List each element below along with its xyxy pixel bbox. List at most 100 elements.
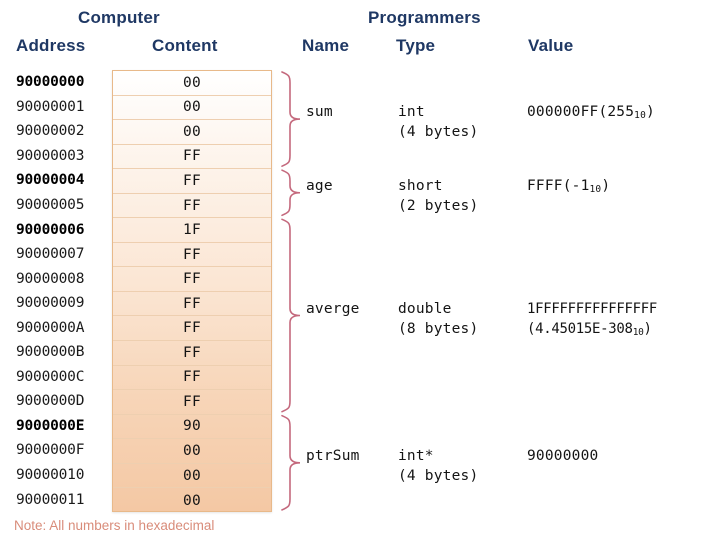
memory-content-value: 00 [182,492,202,509]
variable-type-averge: double [398,300,452,317]
variable-value-decimal-suffix: ) [643,320,652,337]
memory-address-label: 90000004 [16,172,85,189]
memory-content-cell: 1F [113,218,271,243]
variable-value-ptrSum: 90000000 [527,448,598,464]
memory-row: 90000010 [0,463,290,488]
memory-content-cell: FF [113,145,271,170]
memory-content-value: FF [182,344,202,361]
variable-value-decimal-text: (4.45015E-308 [527,320,633,337]
memory-address-label: 90000001 [16,98,85,115]
column-header-content: Content [152,36,218,55]
memory-content-cell: FF [113,366,271,391]
memory-content-value: 00 [182,99,202,116]
variable-brace-sum [281,71,301,167]
variable-type-sum: int [398,104,425,121]
memory-row: 90000007 [0,242,290,267]
memory-row: 9000000A [0,315,290,340]
variable-brace-averge [281,218,301,413]
memory-row: 90000002 [0,119,290,144]
memory-content-value: FF [182,320,202,337]
memory-address-label: 9000000E [16,417,85,434]
memory-address-label: 9000000A [16,319,85,336]
memory-content-cell: 90 [113,415,271,440]
variable-value-text: 90000000 [527,447,599,464]
variable-value-base-subscript: 10 [634,110,647,122]
footnote-hexadecimal: Note: All numbers in hexadecimal [14,518,215,533]
variable-name-averge: averge [306,300,360,317]
memory-content-value: FF [182,246,202,263]
variable-size-averge: (8 bytes) [398,320,479,337]
variable-type-ptrSum: int* [398,447,434,464]
memory-row: 90000004 [0,168,290,193]
header-group-computer: Computer [78,8,160,27]
memory-address-label: 9000000B [16,344,85,361]
memory-content-cell: FF [113,267,271,292]
memory-content-value: FF [182,271,202,288]
variable-value-age: FFFF(-110) [527,177,611,195]
variable-name-ptrSum: ptrSum [306,447,360,464]
memory-row: 90000001 [0,95,290,120]
memory-address-label: 9000000F [16,442,85,459]
variable-size-age: (2 bytes) [398,197,479,214]
column-header-value: Value [528,36,574,55]
variable-brace-age [281,169,301,217]
memory-content-value: 00 [182,74,202,91]
memory-address-label: 90000008 [16,270,85,287]
memory-address-label: 90000009 [16,295,85,312]
memory-row: 90000008 [0,266,290,291]
memory-content-cell: 00 [113,96,271,121]
variable-value-decimal-averge: (4.45015E-30810) [527,320,652,338]
memory-content-cell: FF [113,316,271,342]
memory-content-cell: 00 [113,488,271,513]
variable-value-suffix: ) [646,104,655,121]
memory-content-cell: FF [113,390,271,415]
memory-row: 90000003 [0,144,290,169]
variable-value-suffix: ) [601,177,611,194]
memory-address-label: 90000007 [16,246,85,263]
variable-type-age: short [398,177,443,194]
memory-content-value: 90 [182,418,202,435]
variable-value-text: 1FFFFFFFFFFFFFFF [527,300,658,317]
column-header-name: Name [302,36,350,55]
memory-row: 90000006 [0,217,290,242]
memory-row: 9000000B [0,340,290,365]
memory-content-value: FF [182,172,202,189]
memory-content-value: 00 [182,467,202,484]
variable-size-ptrSum: (4 bytes) [398,467,479,484]
memory-content-cell: FF [113,243,271,268]
variable-brace-ptrSum [281,414,301,511]
memory-content-cell: 00 [113,71,271,96]
header-group-programmers: Programmers [368,8,481,27]
memory-address-label: 90000006 [16,221,85,238]
variable-value-text: FFFF(-1 [527,177,590,194]
memory-content-cell: 00 [113,439,271,464]
memory-content-value: FF [182,197,202,214]
memory-address-label: 90000003 [16,147,85,164]
variable-value-sum: 000000FF(25510) [527,104,655,122]
memory-content-value: 1F [182,222,202,239]
memory-content-value: FF [182,148,202,165]
memory-row: 9000000C [0,365,290,390]
memory-content-cell: FF [113,341,271,366]
variable-value-decimal-subscript: 10 [632,326,644,338]
variable-value-text: 000000FF(255 [527,104,635,121]
variable-name-sum: sum [306,104,333,121]
memory-row: 9000000E [0,414,290,439]
memory-row: 90000011 [0,487,290,512]
memory-content-cell: 00 [113,464,271,489]
memory-content-value: FF [182,393,202,410]
memory-row: 9000000F [0,438,290,463]
memory-row: 90000005 [0,193,290,218]
memory-address-label: 90000002 [16,123,85,140]
memory-content-value: FF [182,369,202,386]
variable-grouping-braces [278,70,304,512]
memory-content-value: 00 [182,123,202,140]
memory-row: 9000000D [0,389,290,414]
memory-address-label: 9000000C [16,368,85,385]
variable-size-sum: (4 bytes) [398,124,479,141]
memory-content-cell: 00 [113,120,271,145]
memory-address-label: 90000010 [16,467,85,484]
memory-address-label: 90000000 [16,74,85,91]
column-header-address: Address [16,36,86,55]
